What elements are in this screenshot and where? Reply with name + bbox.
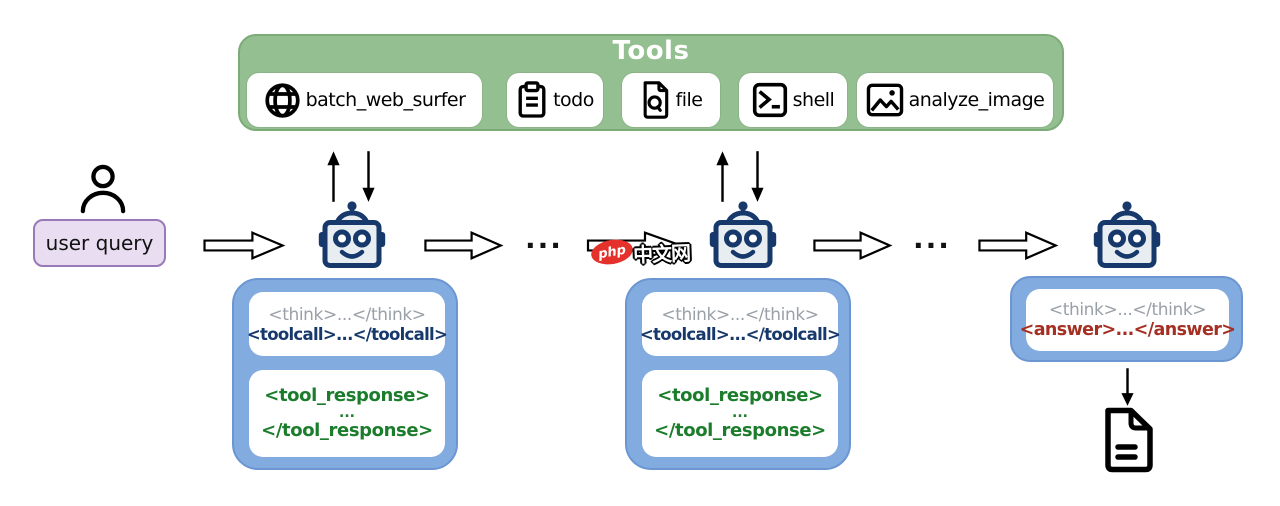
final-report-document-icon [1105, 407, 1153, 473]
toolcall-tag: <toolcall>...</toolcall> [246, 324, 448, 344]
agent-turn-box: <think>...</think> <toolcall>...</toolca… [232, 278, 458, 470]
tool-response-ellipsis: ... [732, 404, 748, 421]
agent-output-box: <think>...</think> <toolcall>...</toolca… [246, 292, 448, 356]
flow-arrow-icon [202, 229, 286, 262]
tool-response-close-tag: </tool_response> [261, 420, 433, 442]
tool-chip-shell: shell [739, 73, 847, 127]
agent-output-box: <think>...</think> <toolcall>...</toolca… [639, 292, 841, 356]
agent-turn-box: <think>...</think> <toolcall>...</toolca… [625, 278, 851, 470]
user-icon [80, 164, 126, 214]
tool-response-box: <tool_response> ... </tool_response> [249, 370, 445, 457]
tool-response-down-arrow-icon [362, 151, 375, 202]
terminal-icon [752, 82, 787, 118]
tool-chip-label: shell [792, 89, 835, 111]
tool-chip-label: file [675, 89, 703, 111]
tool-response-ellipsis: ... [339, 404, 355, 421]
tool-chip-analyze-image: analyze_image [857, 73, 1053, 127]
ellipsis: ... [913, 222, 951, 255]
answer-tag: <answer>...</answer> [1019, 320, 1236, 340]
tool-response-down-arrow-icon [751, 151, 764, 202]
tool-chip-label: batch_web_surfer [305, 89, 466, 111]
agent-robot-icon [318, 201, 386, 268]
watermark-text: 中文网 [632, 241, 691, 267]
tool-response-open-tag: <tool_response> [657, 384, 823, 406]
tool-call-up-arrow-icon [716, 151, 729, 202]
tool-response-open-tag: <tool_response> [264, 384, 430, 406]
think-tag: <think>...</think> [661, 304, 819, 325]
answer-down-arrow-icon [1121, 368, 1134, 406]
globe-icon [264, 82, 300, 118]
final-answer-box: <think>...</think> <answer>...</answer> [1010, 276, 1243, 362]
tool-chip-file: file [622, 73, 720, 127]
agent-robot-icon [1093, 201, 1161, 268]
tool-chip-label: analyze_image [908, 89, 1045, 111]
clipboard-icon [518, 81, 546, 118]
tool-response-box: <tool_response> ... </tool_response> [642, 370, 838, 457]
flow-arrow-icon [977, 229, 1059, 262]
user-query-box: user query [33, 219, 166, 267]
image-icon [866, 83, 903, 117]
think-tag: <think>...</think> [1048, 300, 1207, 320]
tool-response-close-tag: </tool_response> [654, 420, 826, 442]
tool-chip-batch-web-surfer: batch_web_surfer [247, 73, 482, 127]
flow-arrow-icon [423, 229, 504, 262]
agent-robot-icon [709, 201, 777, 268]
tools-panel-title: Tools [612, 36, 690, 66]
think-tag: <think>...</think> [268, 304, 426, 325]
tool-call-up-arrow-icon [327, 151, 340, 202]
flow-arrow-icon [812, 229, 893, 262]
agent-output-box: <think>...</think> <answer>...</answer> [1020, 289, 1236, 351]
file-search-icon [643, 81, 668, 119]
tool-chip-label: todo [553, 89, 594, 111]
toolcall-tag: <toolcall>...</toolcall> [639, 324, 841, 344]
tool-chip-todo: todo [507, 73, 603, 127]
ellipsis: ... [525, 222, 563, 255]
